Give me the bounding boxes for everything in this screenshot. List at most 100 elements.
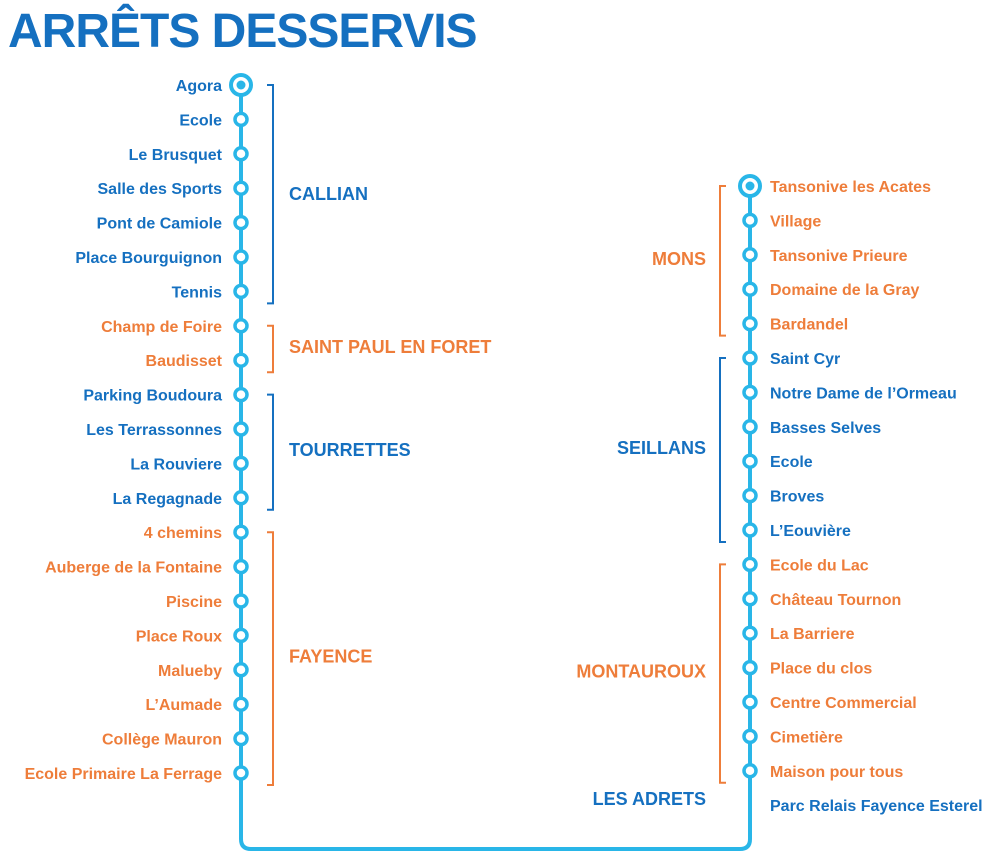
- stop-circle: [742, 625, 758, 641]
- stop-marker: [742, 763, 758, 779]
- stop-circle: [742, 763, 758, 779]
- stop-circle: [233, 524, 249, 540]
- stop-circle: [233, 283, 249, 300]
- stop-marker: [233, 352, 249, 368]
- stop-circle: [233, 593, 249, 609]
- stop-marker: [233, 490, 249, 506]
- stop-label-les-terrassonnes: Les Terrassonnes: [86, 422, 222, 439]
- stop-marker: [233, 180, 249, 196]
- bracket-saint-paul-en-foret: [267, 324, 274, 374]
- stop-label-parc-relais-fayence-esterel: Parc Relais Fayence Esterel: [770, 798, 983, 815]
- commune-label-fayence: FAYENCE: [289, 647, 372, 667]
- stop-marker: [742, 728, 758, 745]
- stop-label-college-mauron: Collège Mauron: [102, 732, 222, 749]
- stop-label-auberge-de-la-fontaine: Auberge de la Fontaine: [45, 560, 222, 577]
- stop-label-place-bourguignon: Place Bourguignon: [75, 250, 222, 267]
- stop-marker: [742, 694, 758, 710]
- stop-circle: [233, 490, 249, 506]
- terminus-dot: [236, 80, 246, 90]
- stop-marker: [233, 146, 249, 162]
- stop-label-salle-des-sports: Salle des Sports: [98, 181, 223, 198]
- stop-marker: [233, 730, 249, 747]
- stop-circle: [233, 180, 249, 196]
- bracket-fayence: [267, 531, 274, 786]
- stop-marker: [742, 315, 758, 332]
- stop-label-malueby: Malueby: [158, 663, 222, 680]
- stop-marker: [742, 212, 758, 229]
- stop-marker: [233, 524, 249, 540]
- stop-marker: [233, 696, 249, 712]
- stop-marker: [742, 247, 758, 263]
- stop-circle: [233, 352, 249, 368]
- stop-label-la-barriere: La Barriere: [770, 626, 855, 643]
- stop-label-centre-commercial: Centre Commercial: [770, 695, 917, 712]
- stop-marker: [742, 556, 758, 573]
- stop-circle: [233, 386, 249, 403]
- stops-layer: [229, 73, 762, 781]
- stop-marker: [742, 453, 758, 469]
- stop-label-l-aumade: L’Aumade: [146, 697, 223, 714]
- stop-circle: [233, 558, 249, 575]
- stop-label-cimetiere: Cimetière: [770, 729, 843, 746]
- stop-label-ecole-primaire-la-ferrage: Ecole Primaire La Ferrage: [25, 766, 223, 783]
- stop-label-agora: Agora: [176, 78, 222, 95]
- stop-circle: [233, 696, 249, 712]
- commune-label-seillans: SEILLANS: [617, 438, 706, 458]
- stop-label-ecole-du-lac: Ecole du Lac: [770, 557, 869, 574]
- stop-label-parking-boudoura: Parking Boudoura: [83, 388, 222, 405]
- stop-marker: [233, 386, 249, 403]
- stop-marker: [233, 593, 249, 609]
- page-title: ARRÊTS DESSERVIS: [8, 5, 478, 58]
- stop-marker: [229, 73, 253, 97]
- stop-label-broves: Broves: [770, 489, 824, 506]
- stop-label-champ-de-foire: Champ de Foire: [101, 319, 222, 336]
- stop-marker: [742, 591, 758, 607]
- commune-label-callian: CALLIAN: [289, 184, 368, 204]
- stop-circle: [742, 556, 758, 573]
- stop-label-ecole: Ecole: [179, 112, 222, 129]
- stop-circle: [742, 591, 758, 607]
- stop-circle: [742, 350, 758, 366]
- stop-label-le-brusquet: Le Brusquet: [129, 147, 223, 164]
- stop-circle: [742, 659, 758, 676]
- stop-label-maison-pour-tous: Maison pour tous: [770, 764, 903, 781]
- stop-circle: [742, 453, 758, 469]
- stop-marker: [742, 487, 758, 504]
- stop-label-piscine: Piscine: [166, 594, 222, 611]
- stop-label-place-roux: Place Roux: [136, 628, 222, 645]
- stop-marker: [742, 522, 758, 538]
- commune-label-saint-paul-en-foret: SAINT PAUL EN FORET: [289, 337, 491, 357]
- stop-label-tansonive-les-acates: Tansonive les Acates: [770, 179, 931, 196]
- stop-label-place-du-clos: Place du clos: [770, 661, 872, 678]
- stop-circle: [233, 214, 249, 231]
- stop-circle: [742, 247, 758, 263]
- stop-marker: [233, 318, 249, 334]
- stop-marker: [742, 384, 758, 401]
- stop-circle: [742, 419, 758, 435]
- stop-marker: [233, 455, 249, 472]
- commune-brackets: [267, 84, 726, 786]
- stop-marker: [742, 281, 758, 297]
- stop-circle: [233, 249, 249, 265]
- stop-circle: [233, 111, 249, 128]
- stop-circle: [233, 421, 249, 437]
- stop-label-4-chemins: 4 chemins: [144, 525, 222, 542]
- stop-marker: [233, 627, 249, 644]
- bracket-seillans: [719, 357, 726, 543]
- stop-circle: [233, 455, 249, 472]
- stop-label-bardandel: Bardandel: [770, 317, 848, 334]
- stop-marker: [742, 625, 758, 641]
- stop-circle: [742, 694, 758, 710]
- stop-circle: [233, 146, 249, 162]
- stop-label-l-eouviere: L’Eouvière: [770, 523, 851, 540]
- stop-circle: [233, 765, 249, 781]
- stop-label-saint-cyr: Saint Cyr: [770, 351, 840, 368]
- stop-circle: [742, 281, 758, 297]
- stop-circle: [233, 627, 249, 644]
- stop-circle: [233, 318, 249, 334]
- stop-marker: [233, 765, 249, 781]
- stop-marker: [233, 214, 249, 231]
- stop-marker: [233, 249, 249, 265]
